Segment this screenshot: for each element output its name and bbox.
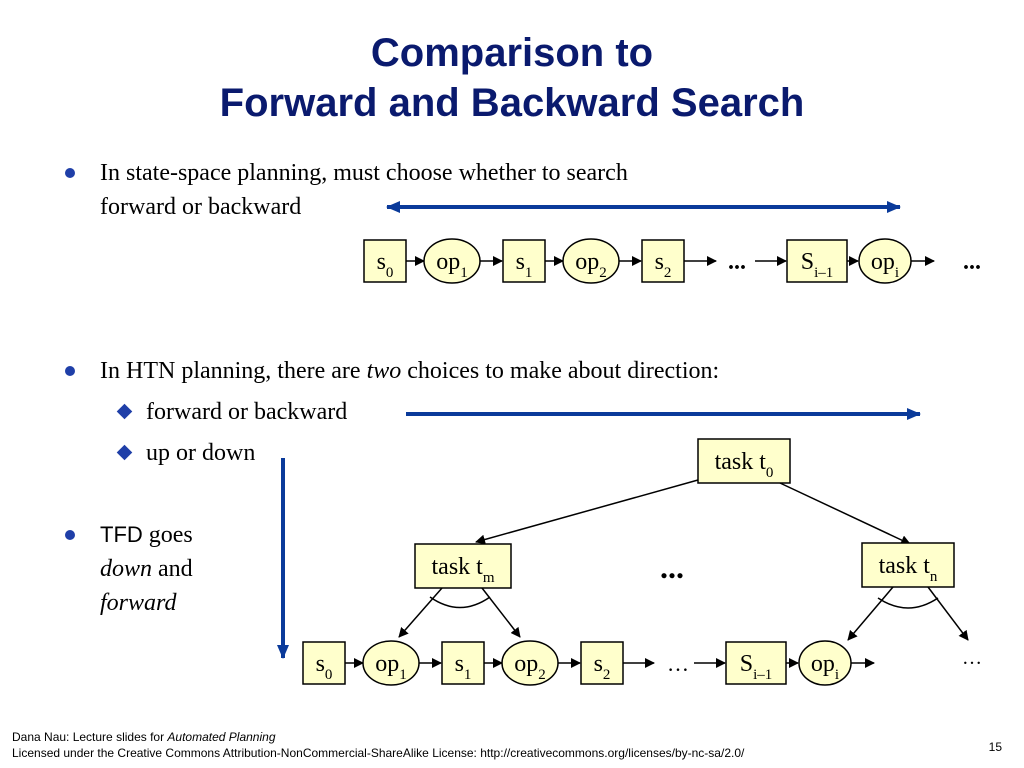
ellipsis: …	[667, 651, 689, 676]
task-label: task t0	[715, 449, 774, 481]
bullet-1-line-2: forward or backward	[100, 194, 302, 220]
and-arc	[429, 596, 491, 609]
state-chain-1: s0 op1 s1 op2 s2 ... Si–1 opi ...	[363, 238, 981, 284]
task-tree: task t0 task tm ... task tn …	[398, 438, 982, 669]
state-s2	[641, 239, 685, 283]
bullet-3-tfd: TFD	[100, 522, 143, 547]
tree-edge	[481, 587, 521, 638]
bullet-3-and: and	[152, 556, 193, 582]
operator-label: op1	[436, 249, 468, 281]
footer-credit: Dana Nau: Lecture slides for Automated P…	[12, 730, 276, 745]
footer-book-title: Automated Planning	[167, 730, 276, 744]
state-si-minus-1	[786, 239, 848, 283]
state-s2	[580, 641, 624, 685]
bullet-1-line-1: In state-space planning, must choose whe…	[100, 160, 628, 186]
sub-bullet-2-text: up or down	[146, 440, 256, 466]
state-label: s2	[594, 651, 611, 683]
ellipsis: ...	[660, 549, 684, 585]
tree-edge	[927, 586, 969, 641]
state-label: Si–1	[740, 651, 773, 683]
page-number: 15	[988, 740, 1002, 754]
operator-label: op1	[375, 651, 407, 683]
state-label: s1	[455, 651, 472, 683]
bullet-3-forward: forward	[100, 590, 177, 616]
state-s1	[502, 239, 546, 283]
state-label: s0	[316, 651, 333, 683]
task-label: task tn	[879, 553, 938, 585]
ellipsis: …	[962, 647, 982, 669]
ellipsis: ...	[963, 249, 981, 275]
sub-bullet-1-text: forward or backward	[146, 399, 348, 425]
tree-edge	[475, 479, 699, 545]
bullet-2-emphasis: two	[366, 358, 402, 384]
bullet-1-text: In state-space planning, must choose whe…	[100, 156, 628, 224]
bullet-2-pre: In HTN planning, there are	[100, 358, 367, 384]
bullet-dot	[65, 168, 75, 178]
tree-edge	[847, 586, 894, 641]
bullet-dot	[65, 366, 75, 376]
tree-edge	[398, 587, 443, 638]
operator-label: op2	[575, 249, 607, 281]
ellipsis: ...	[728, 249, 746, 275]
bullet-3-text: TFD goes down and forward	[100, 518, 193, 620]
and-arc	[877, 597, 939, 609]
state-label: s0	[377, 249, 394, 281]
footer-credit-pre: Dana Nau: Lecture slides for	[12, 730, 168, 744]
operator-label: opi	[871, 249, 899, 281]
task-tm	[414, 543, 512, 589]
state-label: s2	[655, 249, 672, 281]
state-label: Si–1	[801, 249, 834, 281]
bullet-2-post: choices to make about direction:	[401, 358, 720, 384]
bullet-3-goes: goes	[142, 522, 193, 548]
bullet-2-text: In HTN planning, there are two choices t…	[100, 354, 719, 388]
title-line-2: Forward and Backward Search	[219, 81, 805, 125]
state-si-minus-1	[725, 641, 787, 685]
footer-license: Licensed under the Creative Commons Attr…	[12, 746, 745, 760]
operator-label: op2	[514, 651, 546, 683]
slide-title: Comparison to Forward and Backward Searc…	[0, 28, 1024, 128]
bullet-3-down: down	[100, 556, 153, 582]
state-label: s1	[516, 249, 533, 281]
task-label: task tm	[432, 554, 495, 586]
title-line-1: Comparison to	[370, 31, 654, 75]
task-tn	[861, 542, 955, 588]
state-chain-2: s0 op1 s1 op2 s2 … Si–1 opi	[302, 640, 875, 686]
tree-edge	[779, 482, 911, 545]
bullet-dot	[65, 530, 75, 540]
operator-label: opi	[811, 651, 839, 683]
task-t0	[697, 438, 791, 484]
state-s1	[441, 641, 485, 685]
